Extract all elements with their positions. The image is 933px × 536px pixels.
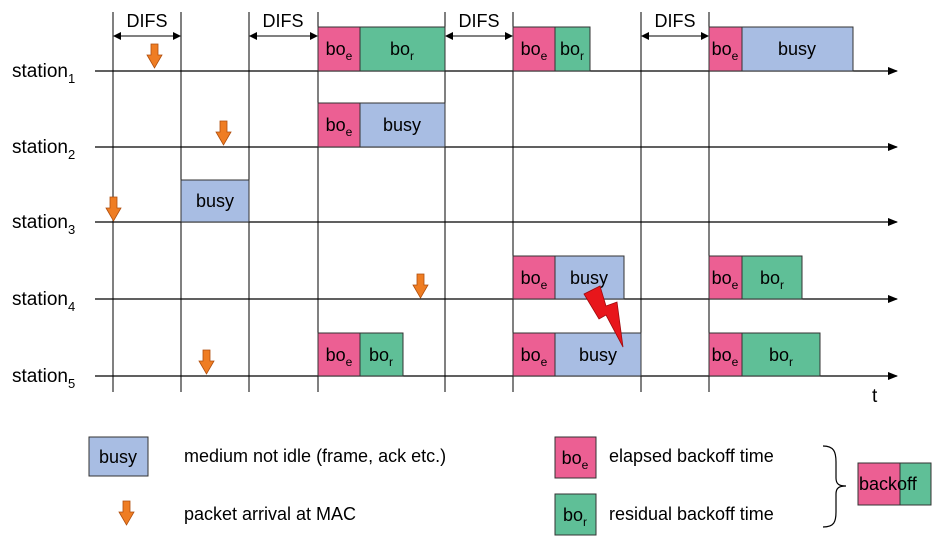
station-label-1: station1 (12, 61, 75, 86)
station-1-boxes: boe bor boe bor boe busy (317, 26, 854, 72)
difs-interval: DIFS (641, 11, 709, 40)
station-5-boxes: boe bor boe busy boe bor (317, 332, 821, 377)
packet-arrival-arrow-icon (215, 120, 232, 146)
difs-intervals: DIFS DIFS DIFS DIFS (113, 11, 709, 40)
legend-elapsed-swatch (554, 436, 597, 479)
packet-arrival-arrows (105, 43, 429, 375)
busy-label: busy (570, 268, 608, 288)
station-label-4: station4 (12, 289, 75, 314)
station-2-boxes: boe busy (317, 102, 446, 148)
elapsed-backoff-label: boe (712, 39, 739, 63)
residual-backoff-label: bor (560, 39, 584, 63)
residual-backoff-box (554, 26, 591, 72)
busy-label: busy (383, 115, 421, 135)
elapsed-backoff-label: boe (521, 345, 548, 369)
station-labels: station1 station2 station3 station4 stat… (12, 61, 75, 391)
elapsed-backoff-box (708, 26, 743, 72)
busy-label: busy (579, 345, 617, 365)
station-label-5: station5 (12, 366, 75, 391)
legend-backoff-label: backoff (859, 474, 918, 494)
station-3-boxes: busy (180, 179, 250, 223)
elapsed-backoff-box (512, 255, 556, 300)
difs-interval: DIFS (113, 11, 181, 40)
legend-busy-description: medium not idle (frame, ack etc.) (184, 446, 446, 466)
residual-backoff-label: bor (760, 268, 784, 292)
residual-backoff-box (359, 26, 446, 72)
packet-arrival-arrow-icon (105, 196, 122, 222)
station-label-2: station2 (12, 137, 75, 162)
legend-residual-swatch-label: bor (563, 505, 587, 529)
legend-busy-swatch-label: busy (99, 447, 137, 467)
elapsed-backoff-label: boe (712, 268, 739, 292)
packet-arrival-arrow-icon (198, 349, 215, 375)
legend-backoff-elapsed-part (857, 462, 901, 506)
residual-backoff-label: bor (390, 39, 414, 63)
elapsed-backoff-label: boe (712, 345, 739, 369)
difs-label: DIFS (654, 11, 695, 31)
legend-busy-swatch (88, 436, 149, 477)
busy-box (180, 179, 250, 223)
legend: busy medium not idle (frame, ack etc.) p… (88, 436, 932, 536)
elapsed-backoff-label: boe (326, 39, 353, 63)
elapsed-backoff-label: boe (521, 39, 548, 63)
elapsed-backoff-label: boe (326, 345, 353, 369)
legend-elapsed-swatch-label: boe (562, 448, 589, 472)
busy-box (359, 102, 446, 148)
difs-interval: DIFS (445, 11, 513, 40)
legend-brace (822, 445, 847, 528)
legend-residual-description: residual backoff time (609, 504, 774, 524)
legend-arrival-description: packet arrival at MAC (184, 504, 356, 524)
elapsed-backoff-label: boe (521, 268, 548, 292)
time-axis-label: t (872, 386, 878, 407)
collision-lightning-icon (583, 285, 624, 348)
packet-arrival-arrow-icon (146, 43, 163, 69)
difs-label: DIFS (458, 11, 499, 31)
legend-packet-arrival-arrow-icon (118, 500, 135, 526)
station-timelines (95, 67, 898, 380)
residual-backoff-box (359, 332, 404, 377)
difs-label: DIFS (126, 11, 167, 31)
elapsed-backoff-box (317, 332, 361, 377)
elapsed-backoff-box (512, 26, 556, 72)
elapsed-backoff-box (317, 26, 361, 72)
station-4-boxes: boe busy boe bor (512, 255, 803, 300)
legend-backoff-residual-part (899, 462, 932, 506)
busy-label: busy (196, 191, 234, 211)
busy-label: busy (778, 39, 816, 59)
residual-backoff-label: bor (369, 345, 393, 369)
busy-box (554, 332, 642, 377)
legend-elapsed-description: elapsed backoff time (609, 446, 774, 466)
station-label-3: station3 (12, 212, 75, 237)
busy-box (741, 26, 854, 72)
packet-arrival-arrow-icon (412, 273, 429, 299)
residual-backoff-label: bor (769, 345, 793, 369)
legend-residual-swatch (554, 493, 597, 536)
elapsed-backoff-box (708, 332, 743, 377)
residual-backoff-box (741, 332, 821, 377)
difs-label: DIFS (262, 11, 303, 31)
difs-interval: DIFS (249, 11, 318, 40)
elapsed-backoff-box (512, 332, 556, 377)
elapsed-backoff-label: boe (326, 115, 353, 139)
residual-backoff-box (741, 255, 803, 300)
